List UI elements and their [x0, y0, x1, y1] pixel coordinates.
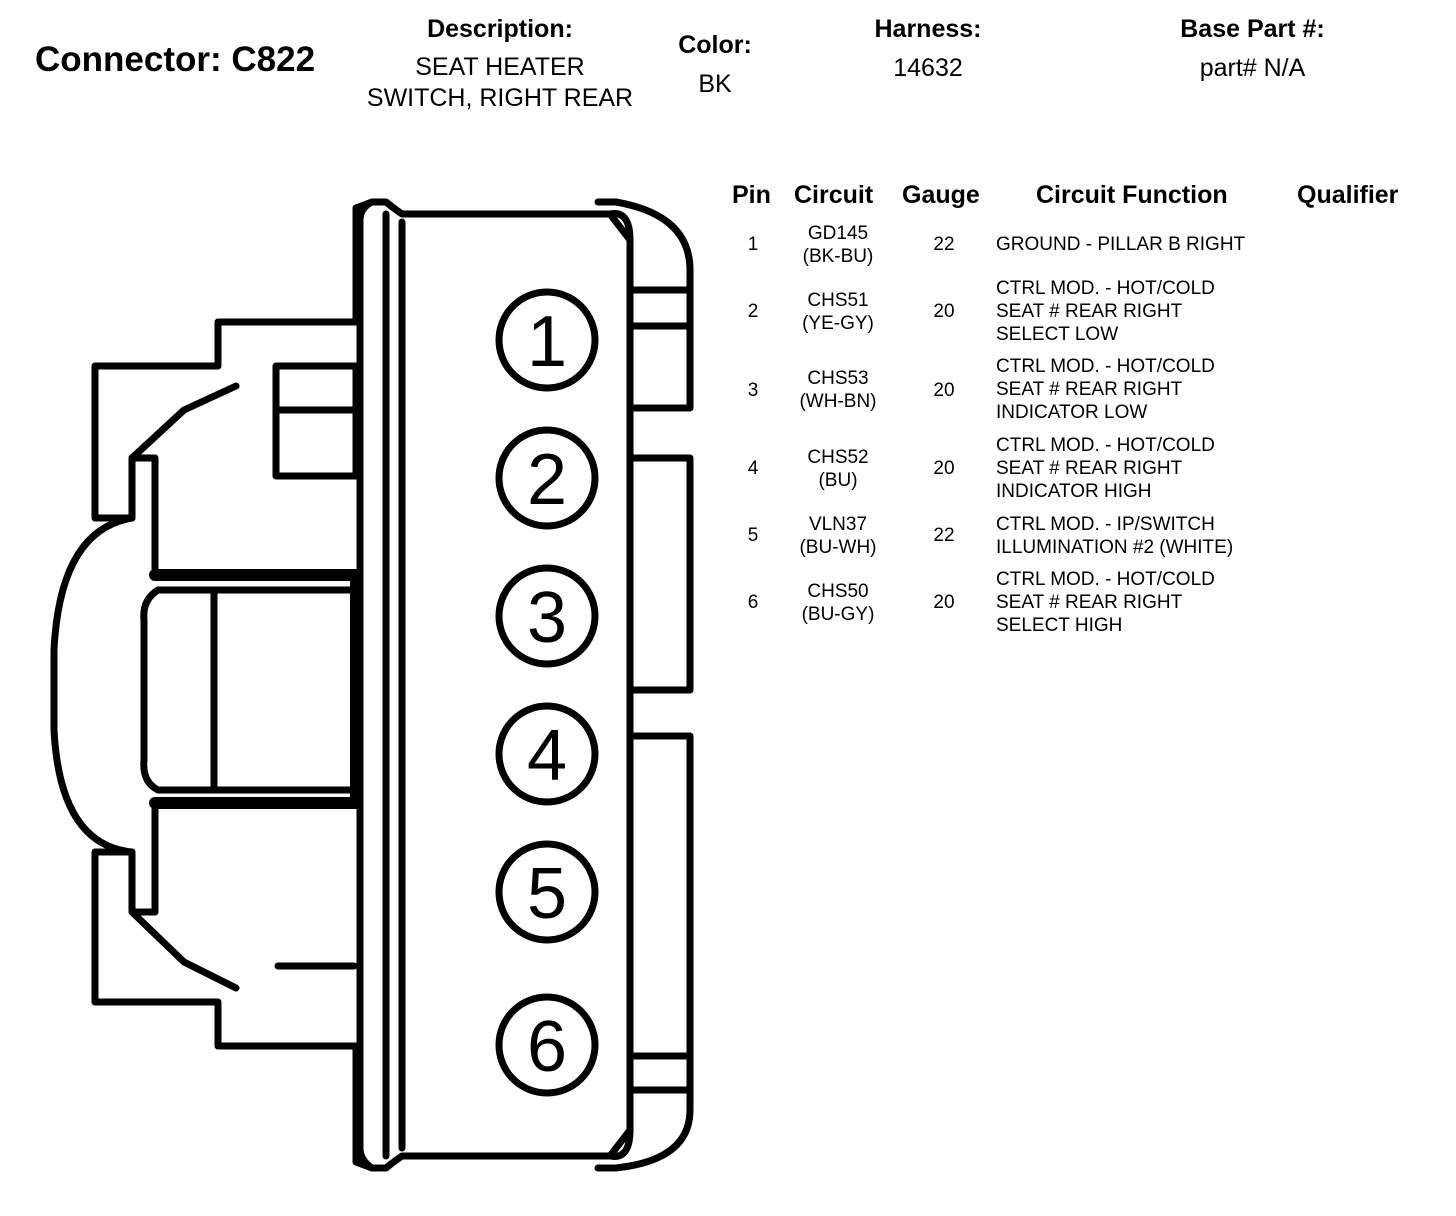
function-line-1: CTRL MOD. - IP/SWITCH	[996, 514, 1215, 535]
pin-1-number: 1	[527, 302, 567, 382]
circuit-cell: CHS53	[807, 368, 869, 389]
left-housing-outline	[91, 198, 376, 522]
base-part-block: Base Part #: part# N/A	[1130, 14, 1375, 84]
right-cap-inner	[606, 210, 634, 244]
window-rect	[272, 362, 360, 480]
main-body	[356, 198, 634, 1172]
circuit-color-cell: (YE-GY)	[802, 313, 874, 334]
right-lower-cap	[594, 732, 694, 1172]
pin-6-circle	[495, 993, 599, 1097]
header-qualifier: Qualifier	[1297, 181, 1399, 209]
connector-label: Connector:	[35, 40, 222, 79]
pin-4-circle	[495, 702, 599, 806]
latch-dome	[50, 514, 136, 856]
latch-block	[149, 569, 362, 809]
circuit-color-cell: (BU)	[818, 470, 858, 491]
function-line-3: INDICATOR HIGH	[996, 481, 1152, 502]
function-line-1: GROUND - PILLAR B RIGHT	[996, 234, 1246, 255]
pin-cell: 4	[747, 458, 759, 479]
header-function: Circuit Function	[1036, 181, 1228, 209]
pin-2-number: 2	[527, 440, 567, 520]
circuit-color-cell: (BK-BU)	[802, 246, 874, 267]
function-line-2: ILLUMINATION #2 (WHITE)	[996, 537, 1234, 558]
function-line-2: SEAT # REAR RIGHT	[996, 592, 1183, 613]
gauge-cell: 20	[933, 301, 955, 322]
latch-inner-upper	[128, 454, 159, 579]
function-line-2: SEAT # REAR RIGHT	[996, 301, 1183, 322]
pin-6-number: 6	[527, 1007, 567, 1087]
pin-cell: 5	[747, 525, 759, 546]
connector-id: C822	[231, 40, 316, 79]
right-mid-rect	[626, 454, 694, 694]
description-block: Description: SEAT HEATER SWITCH, RIGHT R…	[340, 14, 660, 114]
gauge-cell: 20	[933, 592, 955, 613]
circuit-cell: CHS50	[807, 581, 869, 602]
color-label: Color:	[678, 31, 752, 59]
function-line-1: CTRL MOD. - HOT/COLD	[996, 278, 1215, 299]
header-circuit: Circuit	[794, 181, 874, 209]
function-line-1: CTRL MOD. - HOT/COLD	[996, 435, 1215, 456]
connector-title: Connector: C822	[35, 40, 315, 80]
pin-3-number: 3	[527, 578, 567, 658]
function-line-1: CTRL MOD. - HOT/COLD	[996, 569, 1215, 590]
description-line-2: SWITCH, RIGHT REAR	[366, 84, 634, 112]
circuit-color-cell: (BU-GY)	[801, 604, 875, 625]
gauge-cell: 20	[933, 380, 955, 401]
pin-4-number: 4	[527, 716, 567, 796]
description-label: Description:	[427, 15, 573, 43]
description-line-1: SEAT HEATER	[415, 53, 585, 81]
harness-label: Harness:	[874, 15, 982, 43]
function-line-1: CTRL MOD. - HOT/COLD	[996, 356, 1215, 377]
latch-block-inner	[140, 586, 360, 794]
gauge-cell: 22	[933, 234, 955, 255]
circuit-cell: GD145	[807, 223, 869, 244]
color-value: BK	[698, 70, 732, 98]
pin-cell: 3	[747, 380, 759, 401]
header-pin: Pin	[732, 181, 771, 209]
pin-cell: 2	[747, 301, 759, 322]
circuit-cell: CHS51	[807, 290, 869, 311]
circuit-color-cell: (BU-WH)	[799, 537, 877, 558]
pin-cell: 1	[747, 234, 759, 255]
pin-5-circle	[495, 840, 599, 944]
harness-block: Harness: 14632	[828, 14, 1028, 84]
harness-value: 14632	[893, 54, 963, 82]
function-line-3: INDICATOR LOW	[996, 402, 1148, 423]
circuit-cell: CHS52	[807, 447, 869, 468]
function-line-3: SELECT LOW	[996, 324, 1119, 345]
pin-3-circle	[495, 564, 599, 668]
pin-5-number: 5	[527, 854, 567, 934]
base-part-value: part# N/A	[1199, 54, 1306, 82]
function-line-2: SEAT # REAR RIGHT	[996, 379, 1183, 400]
gauge-cell: 22	[933, 525, 955, 546]
gauge-cell: 20	[933, 458, 955, 479]
circuit-cell: VLN37	[808, 514, 868, 535]
right-cap	[594, 198, 694, 412]
pin-1-circle	[495, 288, 599, 392]
base-part-label: Base Part #:	[1180, 15, 1325, 43]
left-housing-outline-lower	[91, 848, 376, 1172]
circuit-color-cell: (WH-BN)	[799, 391, 877, 412]
pin-cell: 6	[747, 592, 759, 613]
latch-inner-lower	[128, 799, 159, 916]
color-block: Color: BK	[655, 30, 775, 100]
header-gauge: Gauge	[902, 181, 980, 209]
right-cap-inner-lower	[606, 1126, 634, 1160]
function-line-2: SEAT # REAR RIGHT	[996, 458, 1183, 479]
function-line-3: SELECT HIGH	[996, 615, 1123, 636]
pin-2-circle	[495, 426, 599, 530]
